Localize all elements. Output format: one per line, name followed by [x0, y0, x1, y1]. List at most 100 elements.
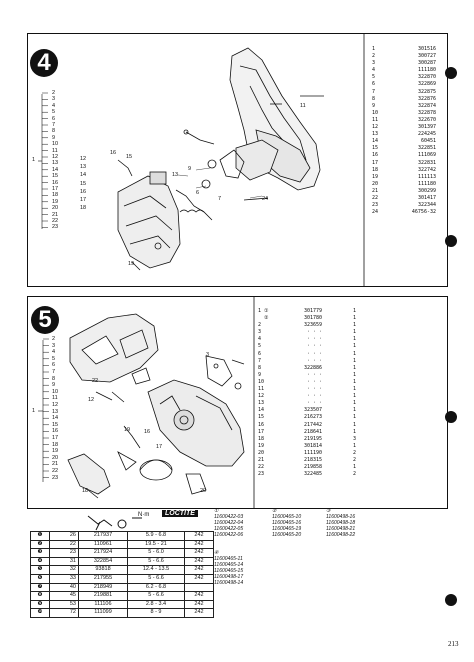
callout-label: 12 [80, 156, 87, 162]
note-line: 11600422-05 [214, 526, 244, 532]
callout-label: 18 [80, 205, 87, 212]
callout-label: 9 [52, 382, 56, 389]
callout-label: 13 [80, 164, 87, 171]
section-4-side-label: 1 [32, 157, 36, 163]
callout-19: 19 [124, 427, 131, 433]
callout-7: 7 [218, 196, 222, 202]
callout-label: 20 [52, 205, 59, 212]
callout-label: 6 [52, 115, 56, 122]
note-line: 11600465-16 [272, 520, 302, 526]
callout-label: 11 [52, 147, 58, 154]
callout-label: 2 [52, 336, 56, 342]
callout-3: 3 [206, 352, 210, 358]
callout-label: 15 [52, 173, 59, 180]
section-4-frame [27, 33, 448, 287]
callout-label: 17 [52, 435, 59, 441]
section-5-badge [31, 306, 59, 334]
torque-unit: N·m [138, 512, 150, 518]
parts-row: 12· · ·1 [258, 393, 356, 400]
callout-label: 4 [52, 102, 56, 109]
callout-label: 22 [52, 218, 59, 224]
note-line: 11600498-22 [326, 532, 356, 538]
callout-label: 8 [52, 128, 56, 135]
parts-row: 3· · ·1 [258, 329, 356, 336]
callout-19: 19 [128, 261, 135, 267]
section-4-number: 4 [37, 49, 51, 76]
callout-label: 19 [52, 198, 59, 205]
callout-label: 14 [52, 166, 59, 173]
callout-label: 5 [52, 355, 56, 362]
callout-label: 2 [52, 90, 56, 96]
page-number: 213 [448, 640, 459, 648]
callout-label: 12 [52, 154, 59, 160]
callout-label: 3 [52, 342, 56, 349]
callout-label: 20 [52, 454, 59, 461]
note-line: 11600498-18 [326, 520, 356, 526]
registration-dot [445, 411, 457, 423]
callout-label: 14 [80, 172, 87, 179]
callout-label: 10 [52, 388, 59, 395]
callout-12: 12 [88, 397, 95, 403]
callout-17: 17 [156, 444, 163, 450]
callout-label: 9 [52, 134, 56, 141]
parts-row: 7· · ·1 [258, 357, 356, 364]
note-line: 11600465-14 [214, 562, 244, 568]
note-line: 11600422-03 [214, 514, 244, 520]
callout-6: 6 [196, 190, 200, 196]
callout-18: 18 [82, 488, 89, 494]
section-4-handle-drawing [117, 47, 324, 271]
callout-label: 18 [52, 192, 59, 199]
note-line: 11600422-06 [214, 532, 244, 538]
callout-label: 21 [52, 461, 59, 468]
callout-label: 23 [52, 224, 59, 231]
note-line: 11600465-10 [272, 514, 302, 520]
callout-label: 12 [52, 402, 59, 408]
wrench-icon [87, 515, 142, 531]
loctite-logo: LOCTITE [162, 510, 198, 517]
parts-row: 10· · ·1 [258, 378, 356, 385]
callout-label: 7 [52, 122, 56, 128]
callout-label: 21 [52, 211, 59, 218]
callout-11: 11 [300, 103, 306, 109]
note-line: 11600465-15 [214, 568, 244, 574]
callout-15: 15 [126, 154, 133, 160]
parts-row: 5· · ·1 [258, 343, 356, 350]
note-line: 11600498-17 [214, 574, 244, 580]
registration-dot [445, 235, 457, 247]
